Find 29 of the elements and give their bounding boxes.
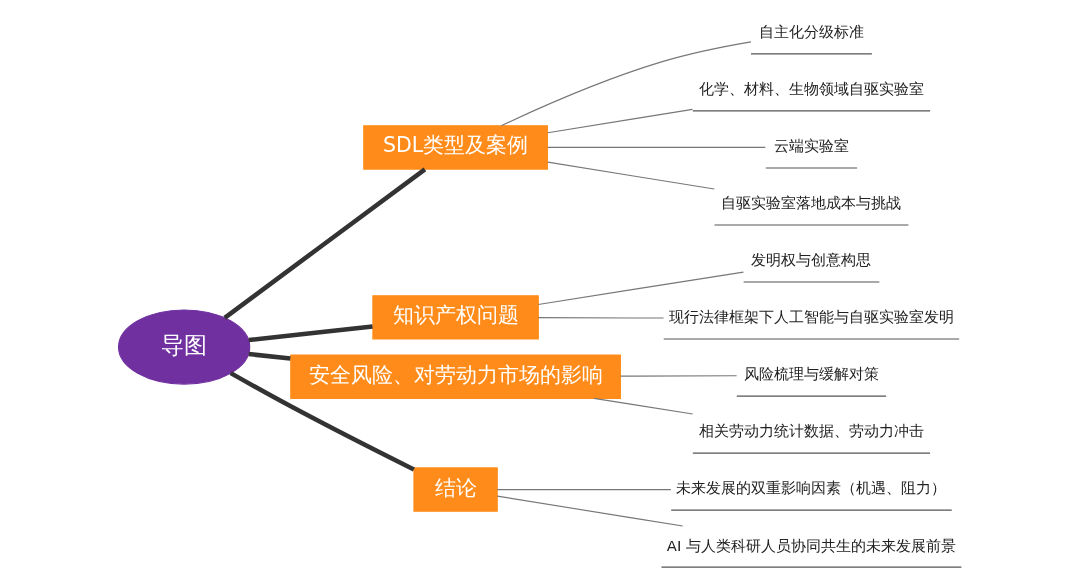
node-text: 云端实验室: [773, 137, 849, 155]
connector: [496, 489, 672, 491]
node-text: 未来发展的双重影响因素（机遇、阻力）: [676, 479, 947, 497]
connector: [496, 495, 684, 527]
connector: [229, 371, 415, 472]
node-text: 发明权与创意构思: [751, 251, 872, 269]
node-box: SDL类型及案例: [363, 125, 548, 170]
node-text: 相关劳动力统计数据、劳动力冲击: [698, 422, 924, 440]
node-text: AI 与人类科研人员协同共生的未来发展前景: [666, 536, 957, 554]
connector: [248, 351, 291, 361]
connector: [248, 324, 373, 343]
connector: [547, 146, 766, 148]
node-text: 风险梳理与缓解对策: [743, 365, 879, 383]
connector: [537, 271, 744, 306]
connector: [223, 167, 427, 320]
node-text: 化学、材料、生物领域自驱实验室: [698, 80, 924, 98]
connector: [547, 108, 694, 134]
node-text: 现行法律框架下人工智能与自驱实验室发明: [668, 308, 954, 326]
connector: [620, 375, 738, 377]
node-box: 知识产权问题: [372, 295, 539, 340]
node-box: 结论: [413, 467, 498, 512]
node-text: 自主化分级标准: [758, 23, 864, 41]
node-ellipse: 导图: [118, 309, 251, 385]
connector: [537, 317, 665, 319]
connector: [500, 41, 752, 127]
node-box: 安全风险、对劳动力市场的影响: [290, 354, 621, 399]
connector: [593, 397, 694, 415]
node-text: 自驱实验室落地成本与挑战: [721, 194, 902, 212]
connector: [547, 161, 715, 190]
